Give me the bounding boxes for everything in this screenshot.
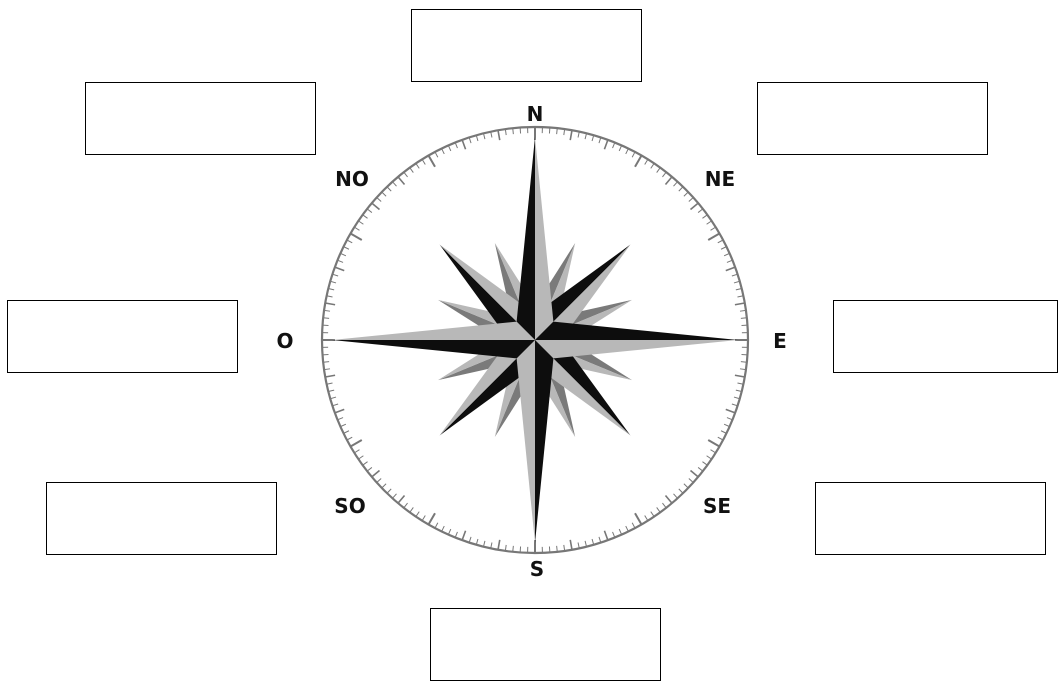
scale-tick — [665, 177, 671, 185]
label-west: O — [276, 329, 293, 353]
scale-tick — [351, 440, 362, 447]
scale-tick — [570, 130, 572, 140]
scale-tick — [398, 496, 404, 504]
scale-tick — [570, 540, 572, 550]
scale-tick — [372, 470, 380, 476]
cardinal-point — [535, 322, 738, 340]
scale-tick — [635, 156, 642, 167]
scale-tick — [429, 156, 436, 167]
scale-tick — [462, 531, 465, 540]
scale-tick — [726, 409, 735, 412]
scale-tick — [429, 513, 436, 524]
scale-tick — [325, 303, 335, 305]
scale-tick — [351, 234, 362, 241]
scale-tick — [335, 409, 344, 412]
scale-tick — [726, 267, 735, 270]
scale-tick — [372, 203, 380, 209]
cardinal-point — [332, 340, 535, 358]
label-south: S — [530, 557, 544, 581]
scale-tick — [462, 140, 465, 149]
label-north: N — [527, 102, 544, 126]
scale-tick — [735, 303, 745, 305]
scale-tick — [691, 203, 699, 209]
cardinal-point — [517, 137, 535, 340]
scale-tick — [325, 375, 335, 377]
scale-tick — [691, 470, 699, 476]
label-southwest: SO — [334, 494, 365, 518]
scale-tick — [708, 440, 719, 447]
scale-tick — [735, 375, 745, 377]
label-east: E — [773, 329, 787, 353]
cardinal-point — [535, 340, 738, 358]
cardinal-point — [535, 137, 553, 340]
rose-points — [332, 137, 738, 543]
scale-tick — [635, 513, 642, 524]
label-northeast: NE — [705, 167, 735, 191]
scale-tick — [398, 177, 404, 185]
scale-tick — [498, 130, 500, 140]
cardinal-point — [517, 340, 535, 543]
label-southeast: SE — [703, 494, 731, 518]
scale-tick — [498, 540, 500, 550]
label-northwest: NO — [335, 167, 369, 191]
scale-tick — [665, 496, 671, 504]
scale-tick — [604, 531, 607, 540]
scale-tick — [708, 234, 719, 241]
scale-tick — [335, 267, 344, 270]
cardinal-point — [535, 340, 553, 543]
cardinal-point — [332, 322, 535, 340]
scale-tick — [604, 140, 607, 149]
